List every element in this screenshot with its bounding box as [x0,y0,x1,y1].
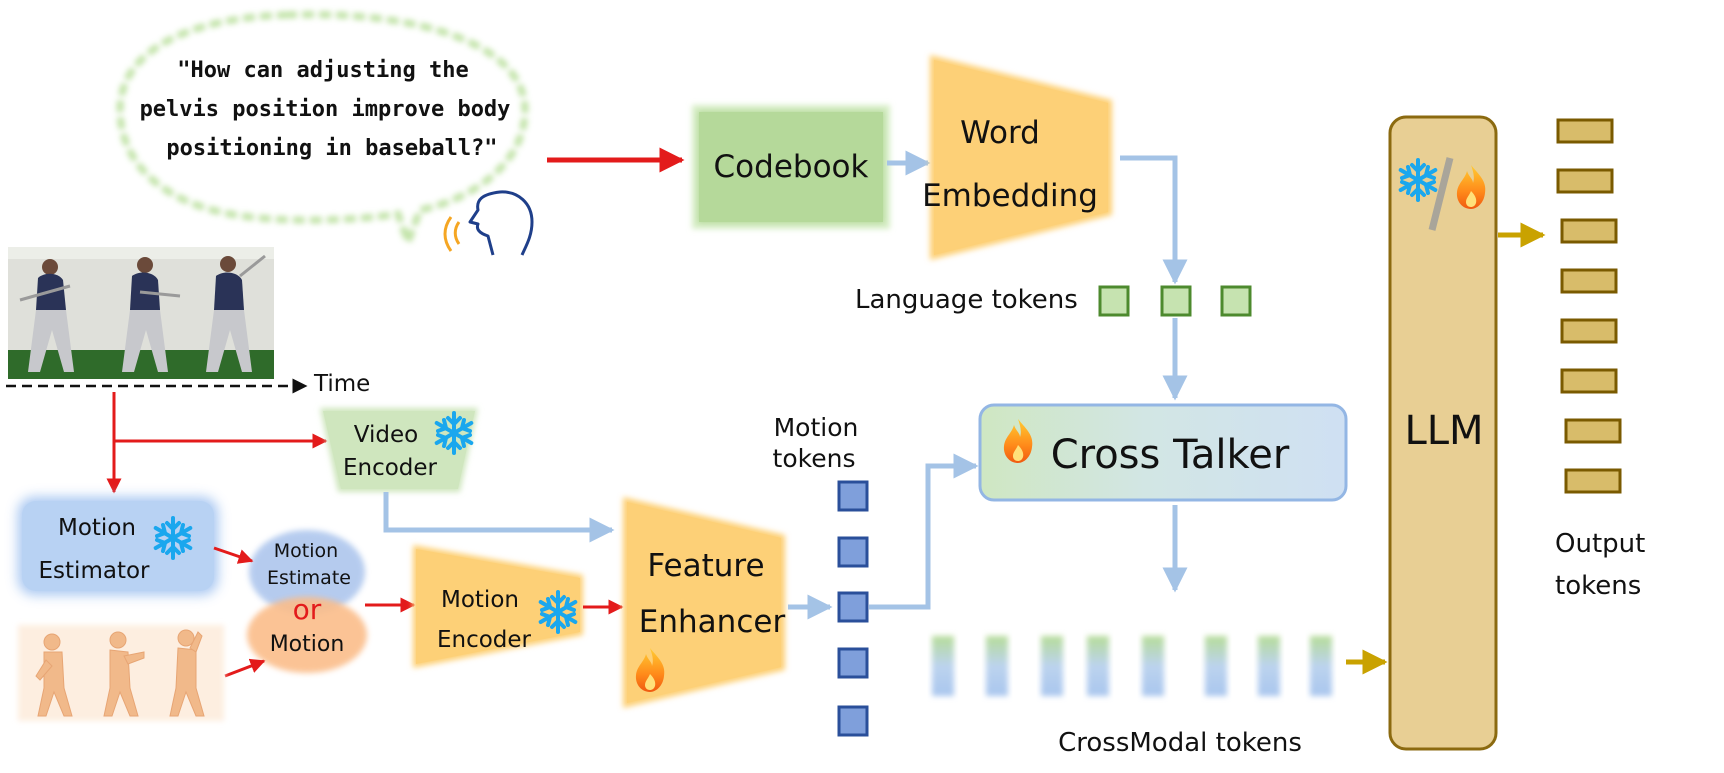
motion-tokens-label-2: tokens [773,444,856,473]
question-line-3: positioning in baseball?" [166,136,497,161]
arrow-motion-to-selector [224,658,266,678]
output-token-3 [1560,218,1618,244]
output-token-2 [1556,168,1614,194]
llm-label: LLM [1404,408,1483,454]
language-token-1 [1098,285,1130,317]
motion-token-column [837,480,869,737]
question-line-1: "How can adjusting the [177,58,468,83]
codebook-label: Codebook [714,149,869,185]
motion-encoder-label-1: Motion [441,587,519,613]
motion-estimate-label-1: Motion [274,540,338,562]
cross-talker-box: Cross Talker [978,403,1348,502]
motion-estimator-label-1: Motion [58,515,136,541]
word-embedding-label-2: Embedding [922,178,1098,214]
output-tokens-label-2: tokens [1555,571,1641,601]
crossmodal-token-2 [986,636,1008,696]
motion-token-4 [837,647,869,679]
feature-enhancer-label-2: Enhancer [639,604,786,640]
word-embedding-block: Word Embedding [922,55,1112,260]
crossmodal-token-4 [1087,636,1109,696]
output-token-4 [1560,268,1618,294]
motion-encoder-block: Motion Encoder [413,545,583,668]
video-encoder-label-1: Video [354,422,418,448]
output-token-1 [1556,118,1614,144]
motion-token-5 [837,705,869,737]
motion-estimator-box: Motion Estimator [18,497,218,595]
motion-estimator-label-2: Estimator [39,558,151,584]
cross-talker-label: Cross Talker [1051,432,1290,478]
crossmodal-token-8 [1310,636,1332,696]
output-tokens-label-1: Output [1555,529,1645,559]
question-speech-bubble: "How can adjusting the pelvis position i… [116,11,529,253]
language-tokens-label: Language tokens [855,285,1078,315]
crossmodal-token-7 [1258,636,1280,696]
time-label: Time [313,371,370,397]
motion-tokens-label-1: Motion [774,413,859,442]
crossmodal-token-1 [932,636,954,696]
output-token-6 [1560,368,1618,394]
output-token-5 [1560,318,1618,344]
motion-token-3 [837,591,869,623]
arrow-estimator-to-selector [213,546,254,564]
language-token-2 [1160,285,1192,317]
motion-encoder-label-2: Encoder [437,627,532,653]
question-line-2: pelvis position improve body [140,97,511,122]
arrow-video-encoder-to-feature-enhancer [383,492,615,543]
output-token-column [1556,118,1622,494]
arrow-motion-tokens-to-cross-talker [869,453,979,610]
crossmodal-token-5 [1142,636,1164,696]
or-label: or [293,593,322,626]
speaker-head-icon [443,190,534,256]
video-frames-image [8,247,274,379]
crossmodal-token-row [932,636,1332,696]
feature-enhancer-label-1: Feature [647,548,764,584]
output-token-7 [1564,418,1622,444]
language-token-3 [1220,285,1252,317]
frozen-or-tuned-divider [1428,157,1454,231]
output-token-8 [1564,468,1622,494]
crossmodal-tokens-label: CrossModal tokens [1058,728,1302,758]
crossmodal-token-6 [1205,636,1227,696]
motion-token-2 [837,536,869,568]
word-embedding-label-1: Word [960,115,1040,151]
feature-enhancer-block: Feature Enhancer [623,497,785,708]
crossmodal-token-3 [1041,636,1063,696]
motion-source-selector: Motion Estimate or Motion [247,530,367,673]
llm-block: LLM [1388,115,1498,751]
video-encoder-label-2: Encoder [343,455,438,481]
codebook-box: Codebook [692,105,890,229]
arrow-embedding-to-language-tokens [1120,155,1188,285]
video-encoder-block: Video Encoder [320,408,478,492]
motion-estimate-label-2: Estimate [267,567,351,589]
motion-label: Motion [270,632,345,657]
motion-token-1 [837,480,869,512]
motion-figures-image [18,625,224,721]
